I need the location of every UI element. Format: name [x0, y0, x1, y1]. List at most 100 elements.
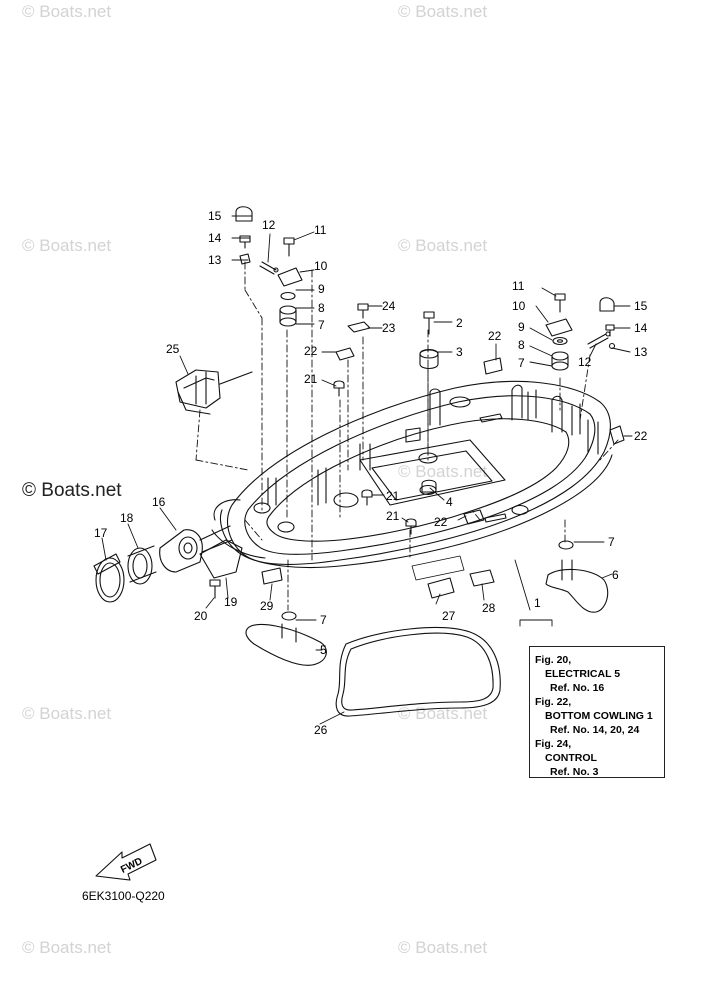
callout-13: 13	[208, 253, 222, 267]
screw	[209, 579, 221, 599]
callout-11: 11	[314, 223, 327, 237]
grip-left	[245, 623, 327, 666]
small-bolt	[361, 489, 373, 506]
callout-24: 24	[382, 299, 396, 313]
clip	[239, 253, 251, 265]
small-bolt	[357, 303, 369, 319]
bottom-cowling-inner-frame-2	[371, 450, 493, 501]
callout-9: 9	[318, 282, 325, 296]
ref-line: ELECTRICAL 5	[545, 668, 621, 680]
fwd-arrow-icon	[95, 843, 157, 881]
post	[527, 389, 537, 421]
callout-28: 28	[482, 601, 496, 615]
callout-12: 12	[262, 218, 276, 232]
boss	[277, 521, 295, 533]
post	[511, 384, 523, 421]
ref-line: Fig. 24,	[535, 738, 572, 750]
bottom-cowling-skirt	[220, 454, 613, 568]
post	[429, 388, 441, 426]
ref-line: CONTROL	[545, 752, 597, 764]
watermark: © Boats.net	[22, 704, 112, 723]
post	[267, 477, 277, 506]
bracket	[175, 369, 221, 409]
callout-7: 7	[518, 356, 525, 370]
label-plate	[411, 555, 465, 581]
grommet	[421, 479, 437, 493]
ref-line: Ref. No. 3	[550, 766, 599, 778]
label-plate	[261, 567, 283, 585]
callout-20: 20	[194, 609, 208, 623]
callout-22: 22	[634, 429, 648, 443]
callout-19: 19	[224, 595, 238, 609]
callout-17: 17	[94, 526, 108, 540]
callout-14: 14	[634, 321, 648, 335]
hose-clamp	[127, 547, 153, 585]
ref-line: Fig. 20,	[535, 654, 572, 666]
slot	[484, 513, 507, 523]
callout-1: 1	[534, 596, 541, 610]
callout-8: 8	[318, 301, 325, 315]
cowling-seal	[335, 627, 501, 717]
post	[359, 443, 371, 471]
callout-7: 7	[608, 535, 615, 549]
small-bolt	[239, 235, 251, 249]
remote-control-cable-adapter	[159, 529, 203, 573]
grommet	[281, 611, 297, 621]
callout-16: 16	[152, 495, 166, 509]
pad	[335, 347, 355, 361]
clip-plate	[545, 318, 573, 337]
watermark: © Boats.net	[22, 938, 112, 957]
callout-2: 2	[456, 316, 463, 330]
callout-7: 7	[320, 613, 327, 627]
ref-line: Ref. No. 14, 20, 24	[550, 724, 640, 736]
pad	[609, 425, 625, 445]
watermark: © Boats.net	[398, 236, 488, 255]
callout-6: 6	[612, 568, 619, 582]
callout-18: 18	[120, 511, 134, 525]
callout-23: 23	[382, 321, 396, 335]
callout-3: 3	[456, 345, 463, 359]
washer	[280, 291, 296, 301]
callout-15: 15	[208, 209, 222, 223]
callout-26: 26	[314, 723, 328, 737]
callout-11: 11	[512, 279, 525, 293]
post	[587, 419, 599, 455]
callout-29: 29	[260, 599, 274, 613]
watermark: © Boats.net	[398, 938, 488, 957]
watermark: © Boats.net	[398, 462, 488, 481]
fwd-label: FWD	[119, 856, 144, 876]
pad	[463, 509, 485, 525]
boss	[511, 504, 529, 516]
callout-22: 22	[434, 515, 448, 529]
callout-25: 25	[166, 342, 180, 356]
bracket	[199, 539, 243, 579]
callout-4: 4	[446, 495, 453, 509]
callout-5: 5	[320, 643, 327, 657]
callout-7: 7	[318, 318, 325, 332]
cap	[235, 206, 253, 222]
pin	[587, 333, 609, 349]
grip-right	[545, 568, 609, 613]
callout-21: 21	[304, 372, 318, 386]
post	[551, 395, 563, 433]
watermark: © Boats.net	[398, 2, 488, 21]
pin	[259, 261, 277, 275]
screw	[554, 293, 566, 313]
washer	[552, 336, 568, 346]
watermark: © Boats.net	[22, 236, 112, 255]
pad	[483, 357, 503, 375]
callout-13: 13	[634, 345, 648, 359]
reference-note: Fig. 20, ELECTRICAL 5 Ref. No. 16 Fig. 2…	[529, 646, 665, 778]
callout-10: 10	[314, 259, 328, 273]
clip-plate	[277, 267, 303, 287]
callout-12: 12	[578, 355, 592, 369]
bottom-cowling-inner-frame	[359, 439, 506, 506]
slot	[479, 413, 503, 423]
small-bolt	[605, 324, 615, 337]
bottom-cowling-floor	[266, 418, 570, 542]
screw	[283, 237, 295, 257]
callout-22: 22	[488, 329, 502, 343]
